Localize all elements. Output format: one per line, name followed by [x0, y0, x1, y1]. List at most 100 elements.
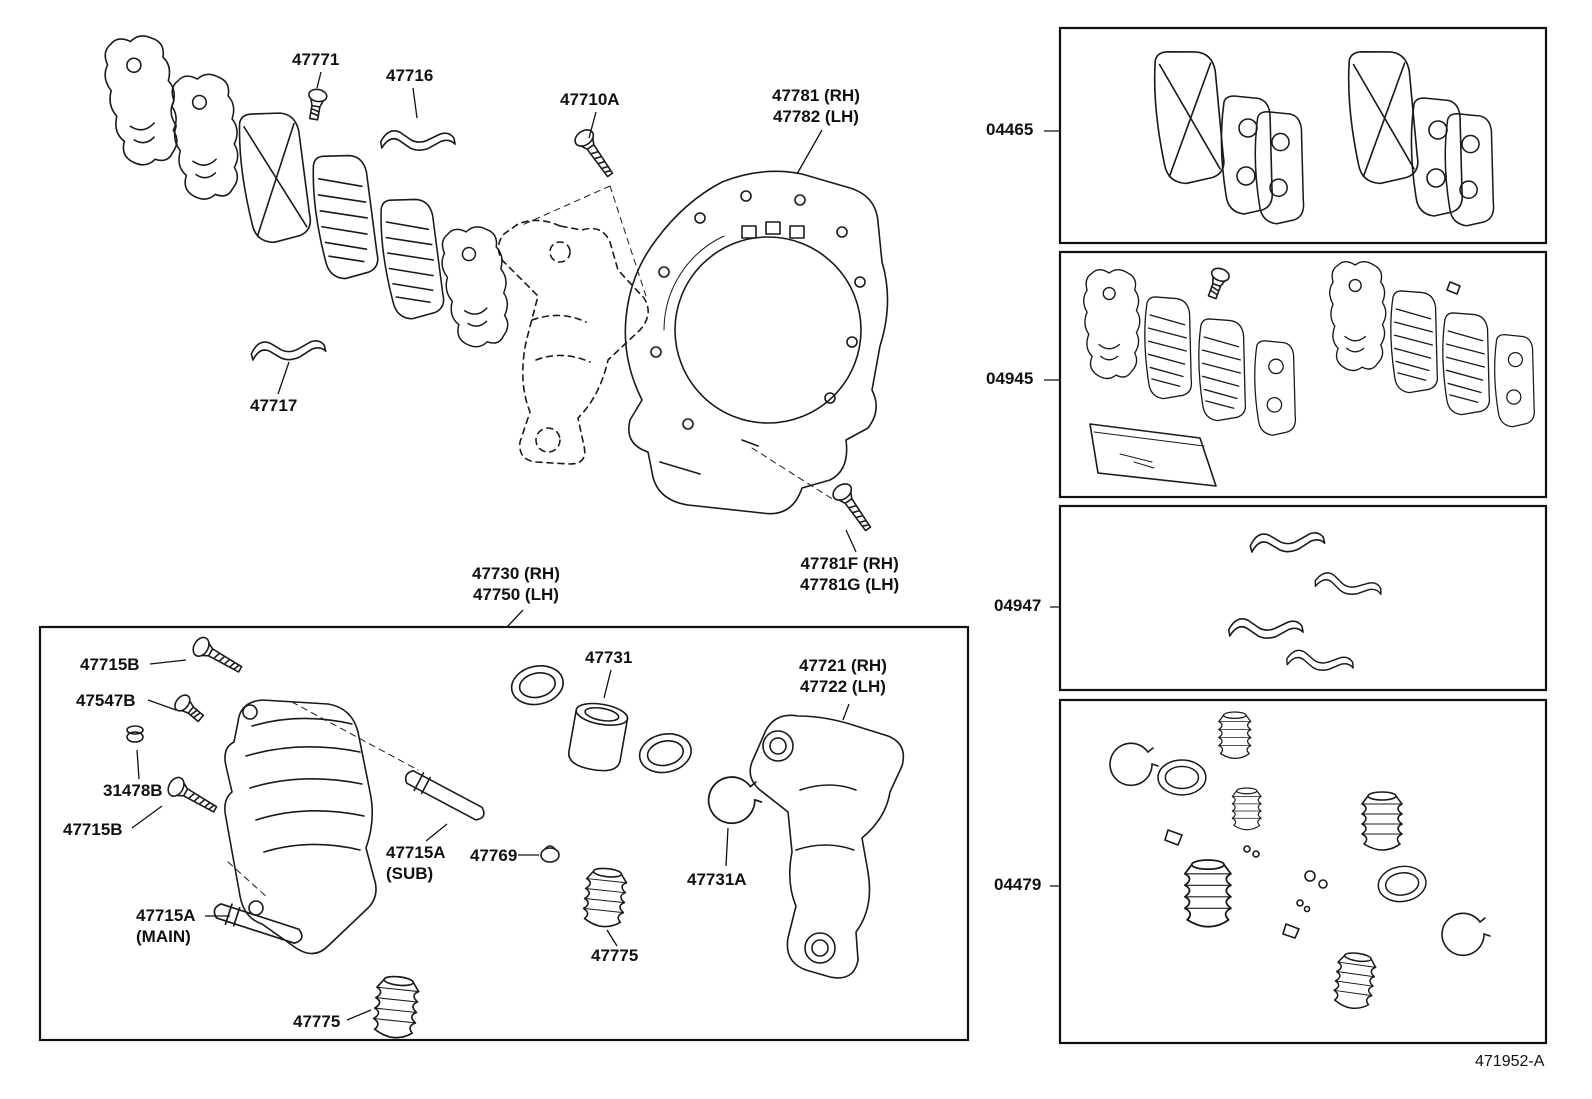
kit-04947-contents	[1227, 527, 1385, 682]
pad-shim-2	[167, 71, 244, 203]
brake-pad-outer	[235, 108, 314, 246]
slide-pin-47715a-main	[210, 898, 306, 949]
caliper-body-47730	[224, 699, 377, 955]
leader-lines	[131, 71, 1059, 1021]
kit-dot-2	[1252, 850, 1260, 858]
bleeder-plug-47547b	[171, 691, 208, 727]
piston-seal-rear	[635, 728, 696, 778]
piston-seal-front	[507, 660, 568, 710]
part-label-47547b: 47547B	[76, 691, 136, 710]
diagram-code: 471952-A	[1475, 1053, 1545, 1070]
kit-boot-3	[1361, 791, 1403, 851]
kit-plate-left-1	[1220, 95, 1274, 215]
assembly-guide-lines-top	[519, 185, 647, 297]
dust-cover-47781	[624, 170, 889, 515]
kit-label-04465: 04465	[986, 120, 1034, 139]
part-label-47715a-main-number: 47715A	[136, 906, 196, 925]
kit-pad-right-2	[1442, 312, 1491, 416]
pad-stack	[99, 31, 515, 351]
anti-rattle-clip-47716	[379, 123, 458, 159]
kit-plate-right	[1494, 334, 1535, 428]
fitting-clip-1	[1249, 527, 1327, 558]
kit-plate-left	[1254, 340, 1297, 436]
fitting-clip-2	[1312, 564, 1385, 607]
mount-bracket-47721	[749, 714, 905, 979]
kit-boot-1	[1218, 711, 1252, 760]
part-label-47722-lh: 47722 (LH)	[799, 676, 886, 696]
kit-box-04945	[1058, 250, 1548, 499]
kit-seal-2	[1375, 862, 1429, 906]
kit-boot-5	[1331, 950, 1379, 1012]
kit-wedge-2	[1282, 923, 1300, 939]
part-label-47730-47750: 47730 (RH) 47750 (LH)	[472, 564, 560, 605]
part-label-47716: 47716	[386, 66, 434, 85]
kit-plate-right-1	[1410, 97, 1464, 217]
kit-label-04947: 04947	[994, 596, 1042, 615]
grease-pouch	[1089, 423, 1217, 487]
piston-47731	[565, 699, 631, 775]
slide-bolt-47715b-lower	[164, 773, 221, 819]
bleeder-cap-31478b	[126, 725, 144, 743]
kit-dot-4	[1303, 905, 1311, 913]
caliper-support-phantom	[497, 219, 649, 465]
part-label-47769: 47769	[470, 846, 518, 865]
part-label-47730-rh: 47730 (RH)	[472, 564, 560, 583]
kit-plate-right-2	[1444, 112, 1495, 227]
kit-04945-contents	[1083, 261, 1535, 487]
cover-bolt-47781f	[829, 479, 878, 536]
kit-oring-2	[1318, 879, 1328, 889]
part-label-47721-47722: 47721 (RH) 47722 (LH)	[799, 656, 887, 697]
kit-snap-ring-1	[1109, 742, 1159, 787]
kit-label-04479: 04479	[994, 875, 1042, 894]
part-label-47775-lower: 47775	[293, 1012, 341, 1031]
part-label-47781f-rh: 47781F (RH)	[800, 554, 899, 573]
kit-pad-left	[1151, 47, 1227, 186]
fitting-clip-3	[1227, 611, 1306, 647]
fitting-clip-4	[1284, 642, 1356, 682]
part-label-47781g-lh: 47781G (LH)	[800, 574, 900, 594]
kit-box-04479	[1058, 698, 1548, 1045]
part-label-47715a-main: 47715A (MAIN)	[136, 906, 196, 947]
kit-pad-left-2	[1198, 318, 1247, 422]
kit-plate-left-2	[1254, 110, 1305, 225]
part-label-47715b-upper: 47715B	[80, 655, 140, 674]
kit-box-04465	[1058, 26, 1548, 245]
kit-pad-right	[1345, 47, 1421, 186]
cap-47769	[540, 845, 560, 863]
part-label-47775-piston: 47775	[591, 946, 639, 965]
caliper-overhaul-box	[38, 625, 970, 1042]
kit-label-04945: 04945	[986, 369, 1034, 388]
kit-shim-left	[1083, 269, 1141, 380]
kit-04465-contents	[1151, 47, 1495, 227]
kit-oring-1	[1304, 870, 1316, 882]
pad-shim-outer	[99, 31, 185, 170]
kit-box-04947	[1058, 504, 1548, 692]
part-label-47717: 47717	[250, 396, 298, 415]
kit-small-bolt	[1202, 265, 1232, 302]
part-label-47750-lh: 47750 (LH)	[472, 584, 559, 604]
slide-bolt-47715b-upper	[189, 633, 246, 679]
part-label-47781-rh: 47781 (RH)	[772, 86, 860, 105]
cylinder-boot-47775-piston	[581, 865, 629, 930]
kit-boot-2	[1231, 787, 1262, 831]
part-label-47715b-lower: 47715B	[63, 820, 123, 839]
part-label-47771: 47771	[292, 50, 340, 69]
anti-rattle-clip-47717	[250, 335, 328, 366]
pad-pin-bolt-47771	[303, 87, 329, 122]
part-label-47715a-sub-number: 47715A	[386, 843, 446, 862]
kit-pad-left-1	[1144, 296, 1193, 400]
part-label-47781-47782: 47781 (RH) 47782 (LH)	[772, 86, 860, 127]
kit-wedge-1	[1164, 829, 1183, 846]
part-label-31478b: 31478B	[103, 781, 163, 800]
part-label-47731a: 47731A	[687, 870, 747, 889]
part-label-47710a: 47710A	[560, 90, 620, 109]
kit-snap-ring-2	[1441, 912, 1491, 957]
cylinder-boot-47775-lower	[371, 973, 421, 1041]
part-label-47782-lh: 47782 (LH)	[772, 106, 859, 126]
part-label-47721-rh: 47721 (RH)	[799, 656, 887, 675]
part-label-47715a-sub: 47715A (SUB)	[386, 843, 446, 884]
kit-pad-right-1	[1390, 290, 1439, 394]
brake-pad-mid	[309, 150, 381, 282]
